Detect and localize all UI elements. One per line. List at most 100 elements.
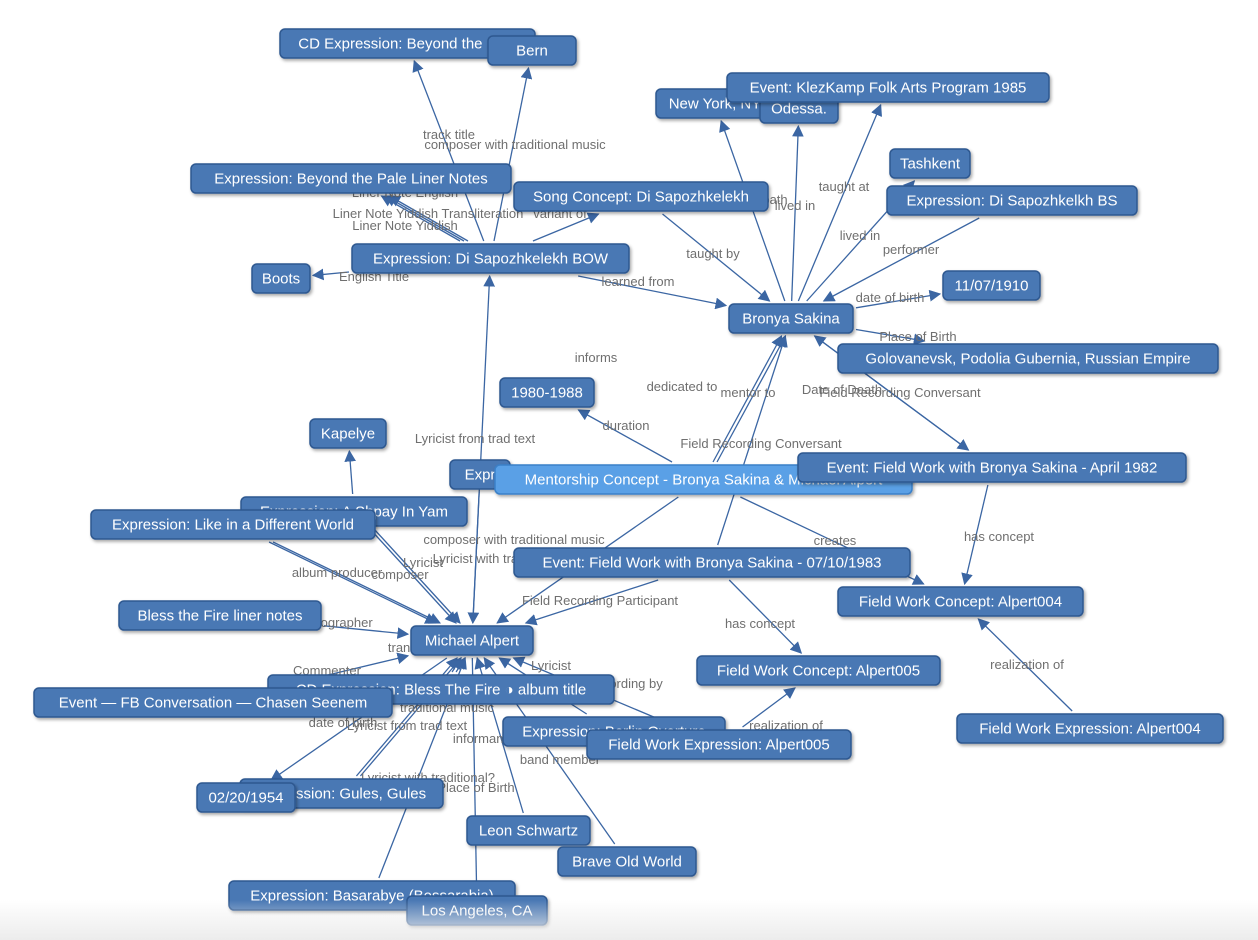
edge-expr_bow-to-liner_notes	[388, 195, 469, 242]
edge-label: date of birth	[856, 290, 925, 305]
edge-line	[323, 625, 410, 639]
node-box	[837, 586, 1084, 617]
edge-label: taught by	[686, 246, 740, 261]
node-label: Golovanevsk, Podolia Gubernia, Russian E…	[865, 351, 1190, 368]
edge-line	[855, 328, 926, 346]
node-label: Event: Field Work with Bronya Sakina - A…	[827, 460, 1158, 477]
edge-line	[577, 409, 673, 463]
graph-node-dob-alpert[interactable]: 02/20/1954	[196, 782, 296, 813]
graph-node-bless-liner[interactable]: Bless the Fire liner notes	[118, 600, 322, 631]
node-box	[956, 713, 1224, 744]
node-label: Expression: Di Sapozhkelekh BOW	[373, 251, 609, 268]
edge-expr_bow-to-song_concept	[532, 212, 600, 242]
node-box	[886, 185, 1138, 216]
edge-label: duration	[603, 418, 650, 433]
graph-node-boots[interactable]: Boots	[251, 263, 311, 294]
edge-label: Place of Birth	[437, 780, 514, 795]
edge-line	[493, 66, 533, 242]
edge-label: Lyricist	[403, 555, 443, 570]
edge-expr_hidden-to-alpert	[467, 491, 480, 625]
graph-node-leon[interactable]: Leon Schwartz	[466, 815, 591, 846]
graph-node-years[interactable]: 1980-1988	[499, 377, 595, 408]
graph-node-expr-bs[interactable]: Expression: Di Sapozhkelkh BS	[886, 185, 1138, 216]
edge-label: composer with traditional music	[423, 532, 605, 547]
node-box	[251, 263, 311, 294]
edge-expr_bow-to-bronya	[578, 275, 728, 310]
edge-like_world-to-alpert	[268, 541, 437, 624]
node-label: Expression: Like in a Different World	[112, 517, 354, 534]
edge-like_world-to-alpert	[272, 541, 441, 624]
edge-label: lived in	[775, 198, 815, 213]
node-label: Odessa.	[771, 101, 827, 118]
edge-line	[578, 275, 728, 310]
graph-node-bern[interactable]: Bern	[487, 35, 577, 66]
node-label: Field Work Expression: Alpert005	[608, 737, 830, 754]
graph-node-liner-notes[interactable]: Expression: Beyond the Pale Liner Notes	[190, 163, 512, 194]
node-box	[309, 418, 387, 449]
graph-node-fb-conv[interactable]: Event — FB Conversation — Chasen Seenem	[33, 687, 393, 718]
edge-line	[977, 618, 1073, 712]
node-box	[728, 303, 854, 334]
edge-line	[822, 217, 980, 302]
graph-node-klezkamp[interactable]: Event: KlezKamp Folk Arts Program 1985	[726, 72, 1050, 103]
node-label: Bless the Fire liner notes	[137, 608, 302, 625]
edge-mentorship-to-bronya	[712, 334, 783, 463]
node-box	[726, 72, 1050, 103]
graph-node-fwe4[interactable]: Field Work Expression: Alpert004	[956, 713, 1224, 744]
graph-node-event-1982[interactable]: Event: Field Work with Bronya Sakina - A…	[797, 452, 1187, 483]
node-label: Expression: Di Sapozhkelkh BS	[907, 193, 1118, 210]
edge-label: Lyricist from trad text	[347, 718, 468, 733]
graph-node-fwe5[interactable]: Field Work Expression: Alpert005	[586, 729, 852, 760]
node-label: Leon Schwartz	[479, 823, 578, 840]
node-label: Kapelye	[321, 426, 375, 443]
graph-node-dob-bronya[interactable]: 11/07/1910	[942, 270, 1041, 301]
graph-node-tashkent[interactable]: Tashkent	[889, 148, 971, 179]
graph-node-event-1983[interactable]: Event: Field Work with Bronya Sakina - 0…	[513, 547, 911, 578]
edge-label: Lyricist	[531, 658, 571, 673]
edge-bronya-to-odessa	[791, 124, 804, 302]
edge-line	[742, 687, 796, 728]
edge-label: informant	[453, 731, 508, 746]
edge-line	[855, 289, 942, 309]
edge-event_1983-to-fwc5	[728, 579, 803, 654]
edge-label: Date of Death	[802, 382, 882, 397]
edge-fwe4-to-fwc4	[977, 618, 1073, 712]
graph-node-fwc4[interactable]: Field Work Concept: Alpert004	[837, 586, 1084, 617]
node-label: Song Concept: Di Sapozhkelekh	[533, 189, 749, 206]
graph-node-kapelye[interactable]: Kapelye	[309, 418, 387, 449]
node-label: Bronya Sakina	[742, 311, 840, 328]
graph-node-song-concept[interactable]: Song Concept: Di Sapozhkelekh	[513, 181, 769, 212]
node-label: Tashkent	[900, 156, 961, 173]
graph-node-expr-bow[interactable]: Expression: Di Sapozhkelekh BOW	[351, 243, 630, 274]
node-label: Event: KlezKamp Folk Arts Program 1985	[750, 80, 1027, 97]
node-box	[190, 163, 512, 194]
graph-node-fwc5[interactable]: Field Work Concept: Alpert005	[696, 655, 941, 686]
edge-label: performer	[883, 242, 940, 257]
node-box	[942, 270, 1041, 301]
graph-node-golovanevsk[interactable]: Golovanevsk, Podolia Gubernia, Russian E…	[837, 343, 1219, 374]
node-box	[90, 509, 376, 540]
edge-label: creates	[814, 533, 857, 548]
edge-expr_bow-to-bern	[493, 66, 533, 242]
edge-label: informs	[575, 350, 618, 365]
graph-node-bronya[interactable]: Bronya Sakina	[728, 303, 854, 334]
graph-node-brave[interactable]: Brave Old World	[557, 846, 697, 877]
edge-line	[716, 334, 787, 463]
node-box	[196, 782, 296, 813]
edge-line	[373, 528, 461, 624]
edge-label: Liner Note Yiddish Transliteration	[333, 206, 524, 221]
edge-line	[712, 334, 783, 463]
edge-line	[717, 334, 788, 546]
node-label: Field Work Concept: Alpert005	[717, 663, 920, 680]
node-box	[33, 687, 393, 718]
node-label: Expression: Gules, Gules	[257, 786, 426, 803]
graph-node-like-world[interactable]: Expression: Like in a Different World	[90, 509, 376, 540]
graph-node-cd-beyond[interactable]: CD Expression: Beyond the Pale	[279, 28, 536, 59]
edge-line	[961, 484, 989, 586]
node-label: Boots	[262, 271, 300, 288]
edge-song_concept-to-bronya	[662, 213, 771, 302]
graph-node-alpert[interactable]: Michael Alpert	[410, 625, 534, 656]
edge-line	[791, 124, 804, 302]
edge-mentorship-to-bronya	[716, 334, 787, 463]
